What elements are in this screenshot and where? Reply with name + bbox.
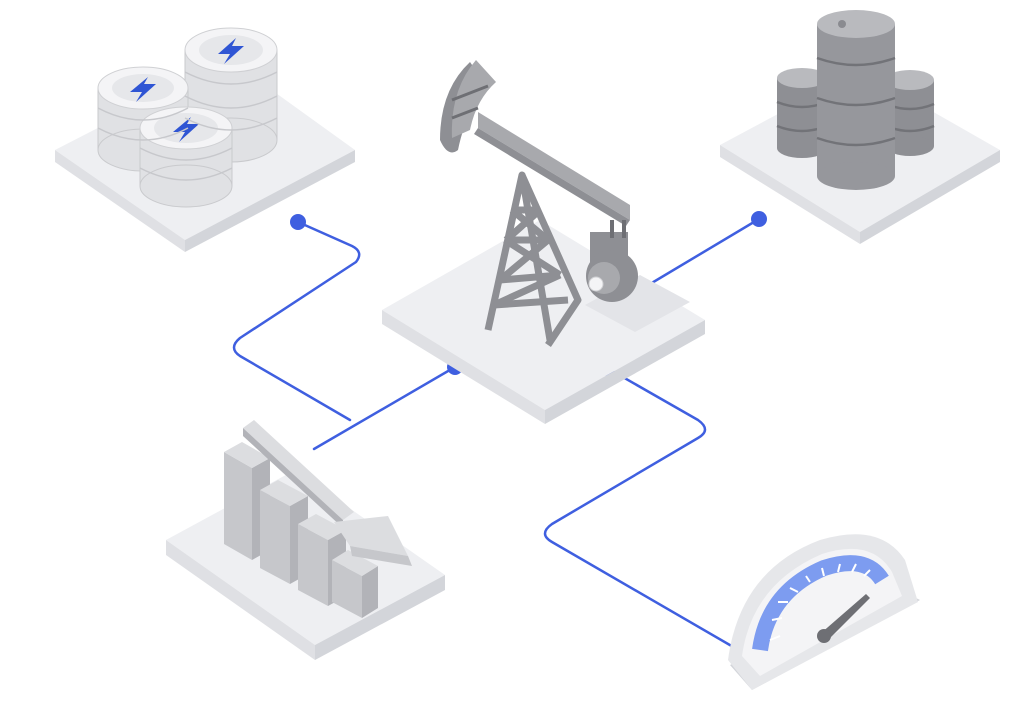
- connector-dot-coins: [290, 214, 306, 230]
- connector-dot-barrels: [751, 211, 767, 227]
- lightning-bolt-icon: [218, 38, 244, 64]
- coin-stack-front: [139, 106, 233, 208]
- declining-chart-node: [166, 420, 445, 660]
- pumpjack-crank: [586, 220, 638, 302]
- oil-pump-node: [382, 60, 705, 424]
- oil-barrels-node: [720, 10, 1000, 244]
- connector-pump-to-gauge: [543, 366, 737, 650]
- gauge-arc: [752, 555, 889, 652]
- gauge-needle: [817, 594, 870, 643]
- trend-down-arrow-icon: [243, 420, 412, 566]
- pumpjack-horsehead: [440, 60, 496, 153]
- energy-coins-node: [55, 27, 355, 252]
- connectors: [232, 217, 761, 650]
- coin-ridges: [97, 71, 278, 181]
- lightning-bolt-icon: [130, 77, 156, 102]
- pumpjack-derrick: [484, 171, 582, 347]
- oil-barrel-center: [816, 10, 896, 190]
- gauge-ticks: [769, 563, 871, 641]
- connector-pump-to-coins: [232, 220, 361, 422]
- connector-pump-to-chart: [312, 365, 457, 451]
- connector-pump-to-barrels: [638, 217, 761, 292]
- pumpjack-beam: [474, 112, 630, 226]
- chart-bar-4: [332, 550, 378, 618]
- speed-gauge-node: [728, 534, 920, 690]
